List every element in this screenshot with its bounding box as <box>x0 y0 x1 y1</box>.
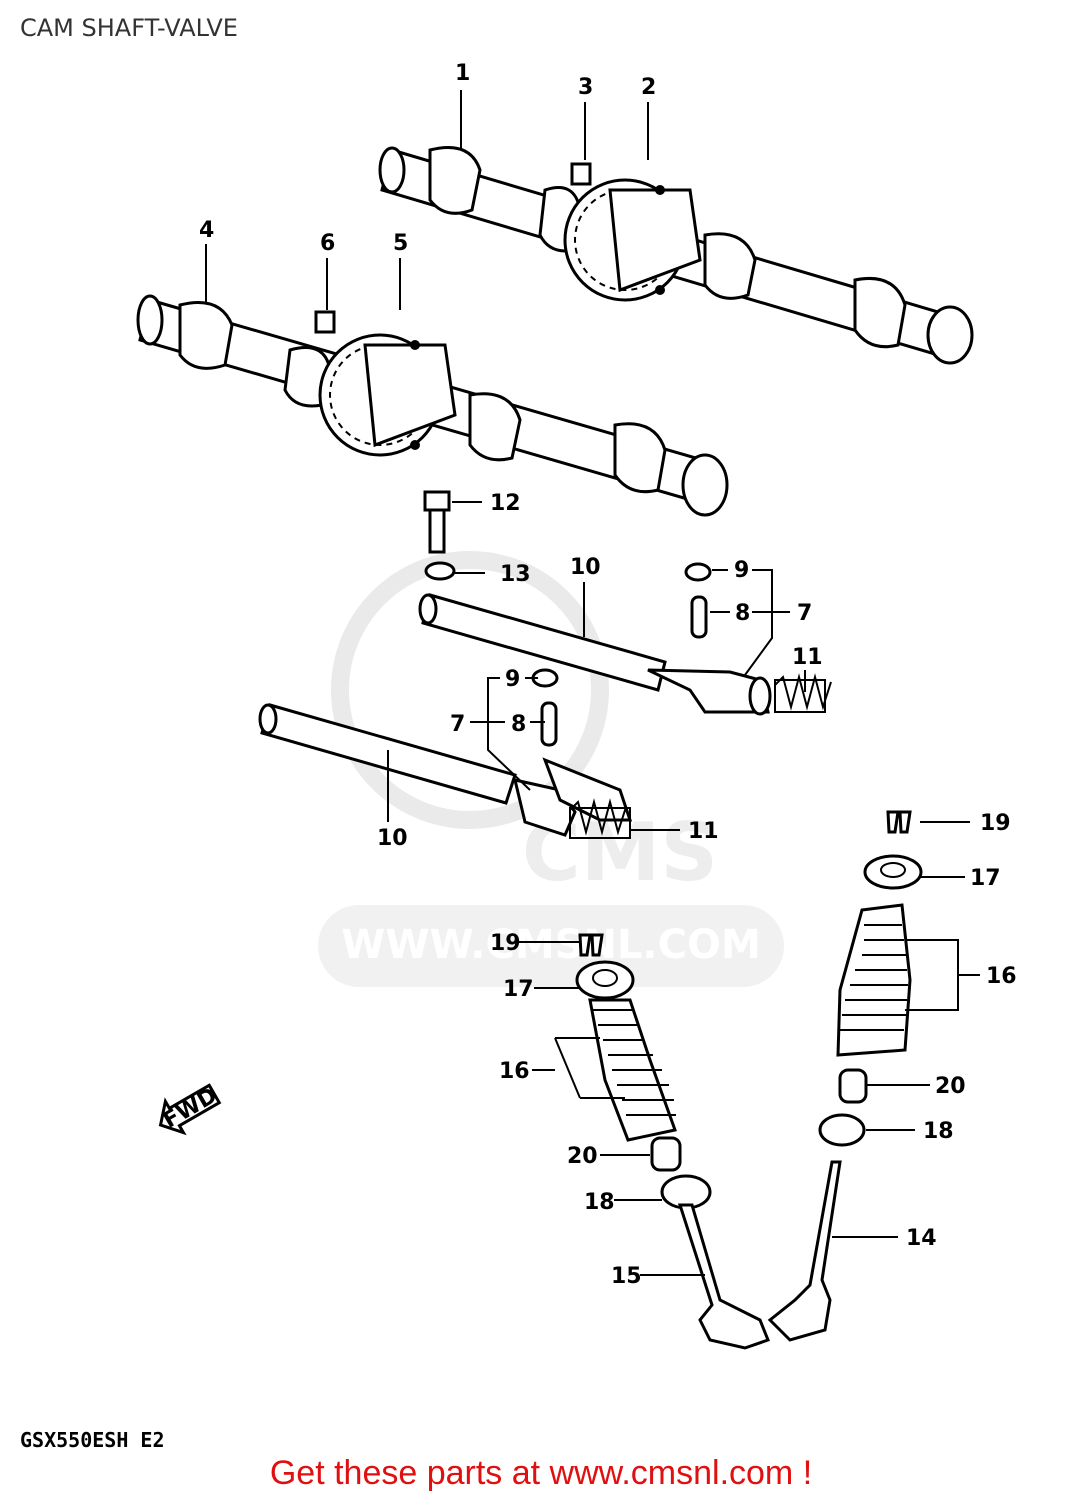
camshaft-upper <box>378 146 974 365</box>
valve-spring-seat-left <box>660 1174 712 1210</box>
callout-11-lower: 11 <box>688 819 719 844</box>
callout-1: 1 <box>455 61 470 86</box>
callout-6: 6 <box>320 231 335 256</box>
valve-retainer-left <box>575 960 635 1000</box>
page-title: CAM SHAFT-VALVE <box>20 14 238 42</box>
valve-cotter-right <box>886 810 912 834</box>
callout-5: 5 <box>393 231 408 256</box>
callout-15: 15 <box>611 1264 642 1289</box>
callout-12: 12 <box>490 491 521 516</box>
callout-3: 3 <box>578 75 593 100</box>
callout-13: 13 <box>500 562 531 587</box>
callout-4: 4 <box>199 218 214 243</box>
callout-14: 14 <box>906 1226 937 1251</box>
valve-spring-left <box>588 998 677 1142</box>
callout-17-left: 17 <box>503 977 534 1002</box>
watermark-url: WWW.CMSNL.COM <box>341 922 761 968</box>
callout-7-upper: 7 <box>797 601 812 626</box>
callout-20-right: 20 <box>935 1074 966 1099</box>
callout-7-lower: 7 <box>450 712 465 737</box>
forward-arrow-icon: FWD <box>158 1083 221 1136</box>
valve-retainer-right <box>863 854 923 890</box>
promo-link[interactable]: Get these parts at www.cmsnl.com ! <box>269 1454 813 1492</box>
callout-8-upper: 8 <box>735 601 750 626</box>
leader-lines <box>205 90 980 1276</box>
callout-16-left: 16 <box>499 1059 530 1084</box>
rocker-arm-spring-lower <box>569 798 631 839</box>
model-code: GSX550ESH E2 <box>20 1428 165 1452</box>
rocker-arm-spring-upper <box>774 673 832 713</box>
callout-20-left: 20 <box>567 1144 598 1169</box>
adjuster-screw-upper <box>690 595 708 639</box>
callout-19-right: 19 <box>980 811 1011 836</box>
rocker-shaft-washer <box>424 561 456 581</box>
callout-8-lower: 8 <box>511 712 526 737</box>
cam-sprocket-bolt-lower <box>314 310 336 334</box>
callout-19-left: 19 <box>490 931 521 956</box>
cam-sprocket-bolt-upper <box>570 162 592 186</box>
callout-9-upper: 9 <box>734 558 749 583</box>
callout-18-left: 18 <box>584 1190 615 1215</box>
adjuster-nut-upper <box>684 562 712 582</box>
callout-18-right: 18 <box>923 1119 954 1144</box>
callout-10-lower: 10 <box>377 826 408 851</box>
valve-spring-right <box>836 903 912 1057</box>
adjuster-screw-lower <box>540 701 558 747</box>
forward-arrow-label: FWD <box>159 1083 221 1133</box>
callout-2: 2 <box>641 75 656 100</box>
callout-16-right: 16 <box>986 964 1017 989</box>
valve-stem-seal-left <box>650 1136 682 1172</box>
callout-9-lower: 9 <box>505 667 520 692</box>
callout-labels: 1 3 2 4 6 5 12 13 10 9 8 7 11 9 7 8 10 1… <box>199 61 1017 1289</box>
camshaft-lower <box>136 294 729 517</box>
callout-10-upper: 10 <box>570 555 601 580</box>
callout-17-right: 17 <box>970 866 1001 891</box>
callout-11-upper: 11 <box>792 645 823 670</box>
rocker-shaft-bolt <box>423 490 451 554</box>
valve-spring-seat-right <box>818 1113 866 1147</box>
exhaust-valve <box>677 1203 770 1350</box>
valve-cotter-left <box>578 933 604 957</box>
valve-stem-seal-right <box>838 1068 868 1104</box>
intake-valve <box>767 1160 842 1342</box>
rocker-shaft-upper <box>418 593 772 716</box>
